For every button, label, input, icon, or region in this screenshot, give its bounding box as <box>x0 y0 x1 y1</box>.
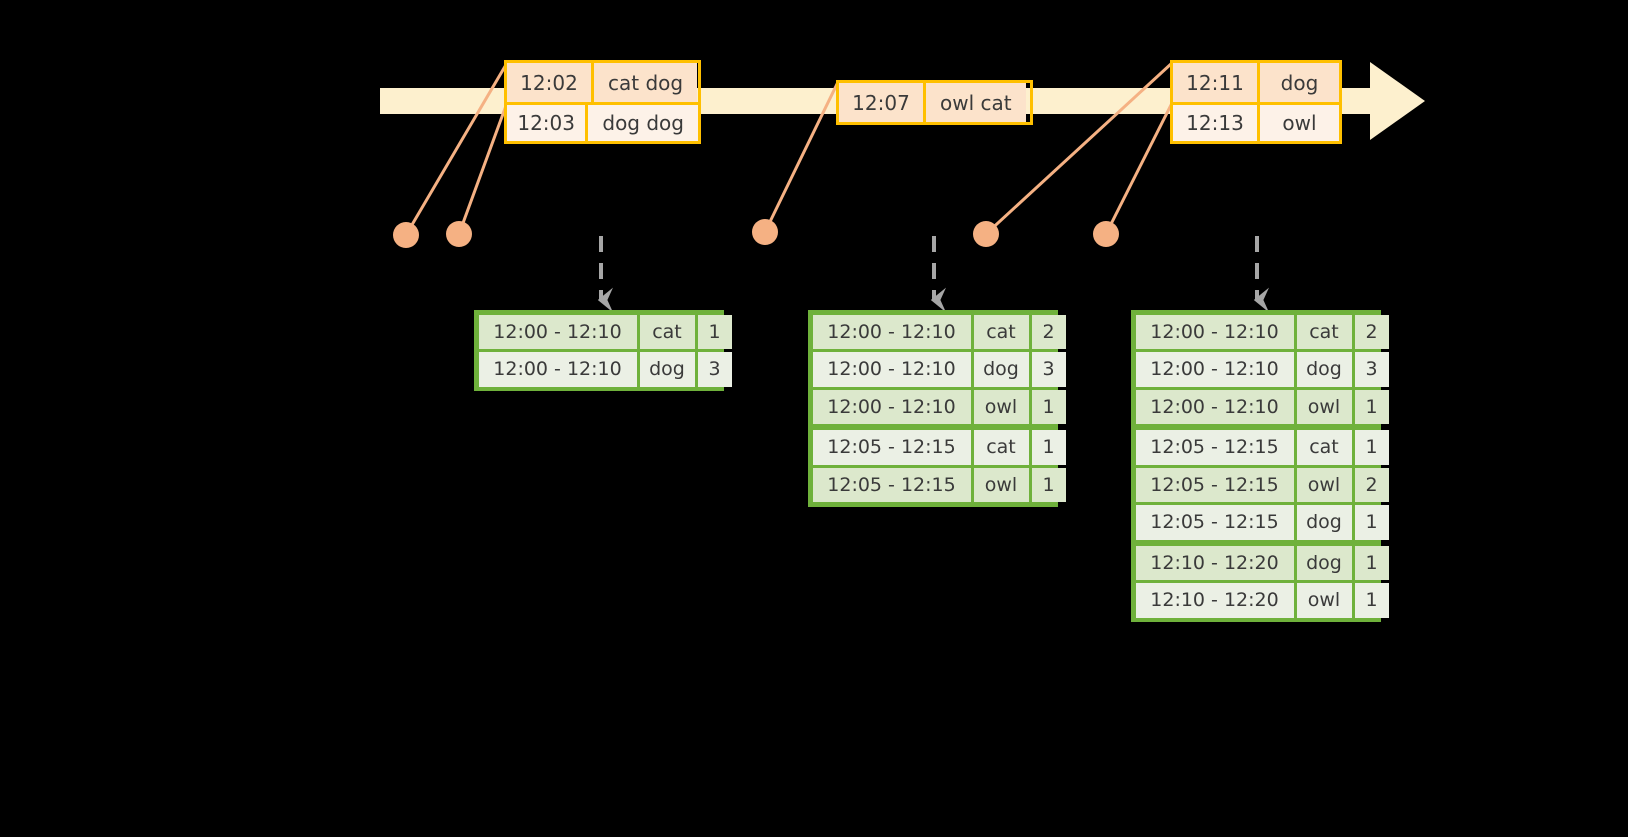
event-time: 12:13 <box>1173 102 1260 141</box>
cell-word: owl <box>1296 583 1352 618</box>
cell-window: 12:00 - 12:10 <box>478 314 637 349</box>
connector-dot-5 <box>1093 221 1119 247</box>
cell-word: cat <box>973 430 1029 465</box>
dashed-arrows <box>597 236 1269 313</box>
cell-count: 2 <box>1354 467 1389 502</box>
connector-dot-4 <box>973 221 999 247</box>
cell-window: 12:05 - 12:15 <box>812 430 971 465</box>
cell-word: cat <box>639 314 695 349</box>
cell-count: 1 <box>1031 430 1066 465</box>
cell-count: 3 <box>1031 352 1066 387</box>
cell-count: 2 <box>1031 314 1066 349</box>
cell-window: 12:00 - 12:10 <box>478 352 637 387</box>
cell-count: 1 <box>1354 545 1389 580</box>
event-words: cat dog <box>594 63 698 102</box>
cell-word: owl <box>1296 467 1352 502</box>
cell-window: 12:00 - 12:10 <box>812 389 971 424</box>
cell-window: 12:00 - 12:10 <box>812 314 971 349</box>
cell-word: owl <box>973 467 1029 502</box>
cell-count: 1 <box>697 314 732 349</box>
cell-window: 12:05 - 12:15 <box>1135 505 1294 540</box>
cell-count: 1 <box>1354 430 1389 465</box>
event-row[interactable]: 12:03 dog dog <box>507 102 698 141</box>
cell-count: 1 <box>1031 467 1066 502</box>
event-row[interactable]: 12:07 owl cat <box>839 83 1030 122</box>
cell-word: cat <box>1296 314 1352 349</box>
cell-count: 1 <box>1031 389 1066 424</box>
connector-line-2 <box>457 102 509 235</box>
connector-dot-3 <box>752 219 778 245</box>
cell-window: 12:05 - 12:15 <box>812 467 971 502</box>
connector-line-3 <box>763 81 840 233</box>
event-box-group-2[interactable]: 12:07 owl cat <box>836 80 1033 125</box>
event-row[interactable]: 12:13 owl <box>1173 102 1339 141</box>
event-time: 12:07 <box>839 83 926 122</box>
cell-word: dog <box>1296 352 1352 387</box>
event-time: 12:03 <box>507 102 589 141</box>
event-box-group-1[interactable]: 12:02 cat dog 12:03 dog dog <box>504 60 701 144</box>
cell-window: 12:00 - 12:10 <box>1135 314 1294 349</box>
cell-word: cat <box>973 314 1029 349</box>
event-time: 12:11 <box>1173 63 1260 102</box>
connector-line-5 <box>1104 102 1174 235</box>
cell-word: owl <box>1296 389 1352 424</box>
cell-window: 12:05 - 12:15 <box>1135 467 1294 502</box>
cell-count: 1 <box>1354 583 1389 618</box>
cell-window: 12:10 - 12:20 <box>1135 545 1294 580</box>
connector-dots <box>393 219 1119 248</box>
cell-word: dog <box>1296 505 1352 540</box>
cell-count: 1 <box>1354 389 1389 424</box>
event-row[interactable]: 12:02 cat dog <box>507 63 698 102</box>
cell-window: 12:00 - 12:10 <box>1135 389 1294 424</box>
cell-word: dog <box>1296 545 1352 580</box>
cell-count: 3 <box>1354 352 1389 387</box>
event-words: dog dog <box>588 102 698 141</box>
connector-line-1 <box>404 62 509 236</box>
event-row[interactable]: 12:11 dog <box>1173 63 1339 102</box>
connector-dot-2 <box>446 221 472 247</box>
connector-dot-1 <box>393 222 419 248</box>
event-words: dog <box>1260 63 1339 102</box>
event-words: owl <box>1260 102 1339 141</box>
cell-window: 12:10 - 12:20 <box>1135 583 1294 618</box>
event-box-group-3[interactable]: 12:11 dog 12:13 owl <box>1170 60 1342 144</box>
cell-count: 3 <box>697 352 732 387</box>
event-words: owl cat <box>926 83 1026 122</box>
cell-word: dog <box>973 352 1029 387</box>
cell-window: 12:05 - 12:15 <box>1135 430 1294 465</box>
event-time: 12:02 <box>507 63 594 102</box>
cell-count: 2 <box>1354 314 1389 349</box>
cell-word: owl <box>973 389 1029 424</box>
cell-word: cat <box>1296 430 1352 465</box>
cell-window: 12:00 - 12:10 <box>1135 352 1294 387</box>
cell-word: dog <box>639 352 695 387</box>
cell-count: 1 <box>1354 505 1389 540</box>
cell-window: 12:00 - 12:10 <box>812 352 971 387</box>
